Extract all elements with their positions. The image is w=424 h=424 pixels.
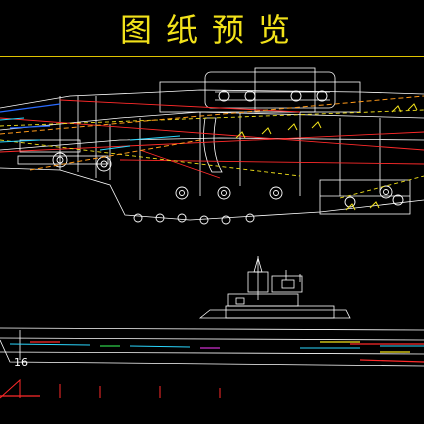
page-title: 图纸预览 [119,11,304,49]
deck-details-yellow [320,341,410,353]
upper-structure-block [159,81,361,113]
title-underline [0,56,424,57]
deck-details-cyan [9,343,424,349]
hull-elevation [0,339,424,367]
orange-dashed-lines [0,95,424,171]
yellow-dashed-lines [0,109,424,199]
hull-outline-top [0,89,424,109]
deck-details-red [0,341,424,397]
dimension-markers [235,103,418,211]
upper-structure-inner [204,71,336,109]
upper-structure-box [254,67,316,113]
carrier-elevation [0,256,424,367]
frame-marks [0,378,221,399]
blue-accents [0,103,61,129]
cyan-accents [0,117,181,151]
hull-mark-text: 16 [14,356,28,369]
bolt-holes [52,90,404,225]
hull-detail-view [0,67,424,221]
hull-outline-bottom [0,167,424,221]
flight-deck [0,327,424,331]
